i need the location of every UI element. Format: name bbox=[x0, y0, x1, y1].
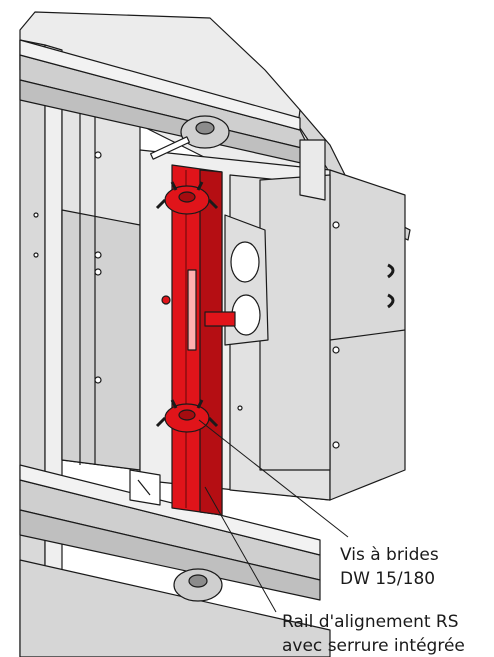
callout-flange-screw-line2: DW 15/180 bbox=[340, 569, 436, 589]
leader-line-flange-screw bbox=[198, 419, 349, 538]
lower-waler-bottom bbox=[19, 509, 321, 601]
leader-line-alignment-rail bbox=[204, 486, 277, 613]
left-panel-shade bbox=[61, 209, 141, 471]
callout-flange-screw-line1: Vis à brides bbox=[340, 545, 439, 565]
top-sheet-edge bbox=[297, 109, 411, 241]
right-panel-joint bbox=[329, 329, 406, 341]
callout-alignment-rail-line2: avec serrure intégrée bbox=[282, 636, 465, 656]
alignment-rail-side bbox=[199, 169, 223, 516]
alignment-rail-bolt bbox=[204, 311, 236, 327]
left-frame-inner bbox=[44, 44, 63, 657]
flange-screw-lower bbox=[155, 399, 219, 433]
callout-flange-screw: Vis à brides DW 15/180 bbox=[340, 543, 439, 591]
plate-hole-lower bbox=[231, 294, 261, 336]
right-hooks bbox=[387, 263, 395, 309]
alignment-rail-pin bbox=[161, 295, 171, 305]
alignment-rail-slot bbox=[187, 269, 197, 351]
clamp-clip-lower bbox=[129, 469, 161, 506]
panel-fasteners bbox=[33, 151, 340, 449]
bottom-waler bbox=[19, 559, 331, 657]
plate-hole-upper bbox=[230, 241, 260, 283]
right-panel-face bbox=[259, 174, 331, 471]
upper-waler-top bbox=[19, 39, 301, 131]
grey-flange-screw-top bbox=[150, 115, 230, 160]
grey-flange-screw-bottom bbox=[173, 568, 223, 602]
flange-screw-upper bbox=[155, 181, 219, 215]
callout-alignment-rail-line1: Rail d'alignement RS bbox=[282, 612, 459, 632]
callout-alignment-rail: Rail d'alignement RS avec serrure intégr… bbox=[282, 610, 465, 657]
right-post bbox=[299, 139, 326, 201]
